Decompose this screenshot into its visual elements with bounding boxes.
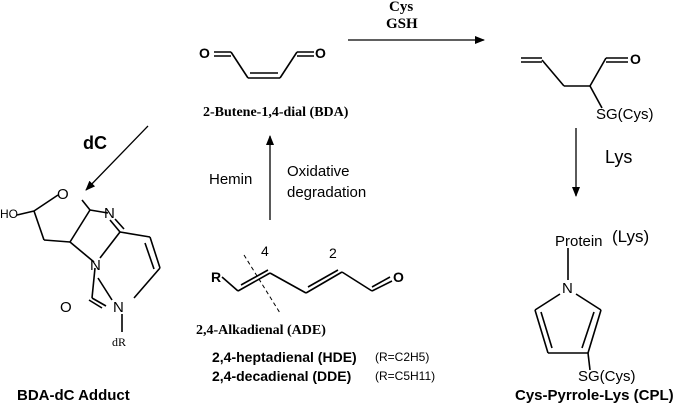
bda-name: 2-Butene-1,4-dial (BDA) [203, 105, 349, 120]
dc-reagent-label: dC [83, 133, 107, 153]
oxidative-label: Oxidative [287, 163, 350, 180]
dde-r-group: (R=C5H11) [375, 369, 436, 383]
ade-r-group: R [211, 269, 222, 285]
dc-adduct-n-imine: N [104, 205, 115, 222]
hemin-label: Hemin [209, 171, 253, 188]
cpl-name: Cys-Pyrrole-Lys (CPL) [515, 387, 674, 404]
bda-oxygen-left: O [199, 45, 210, 61]
cys-adduct-oxygen: O [630, 51, 641, 67]
dc-adduct-dr: dR [112, 335, 127, 349]
reagent-gsh: GSH [386, 16, 418, 32]
ade-position-4: 4 [261, 243, 269, 259]
degradation-label: degradation [287, 184, 367, 201]
dc-adduct-ho: HO [0, 207, 18, 221]
cys-adduct-structure [521, 57, 628, 109]
bda-structure [214, 51, 314, 79]
ade-name: 2,4-Alkadienal (ADE) [196, 323, 326, 338]
reagent-cys: Cys [389, 0, 414, 15]
ade-structure [221, 254, 393, 314]
cpl-lys-tag: (Lys) [612, 227, 650, 246]
dc-adduct-carbonyl-oxygen: O [60, 299, 72, 316]
cys-adduct-sg: SG(Cys) [596, 106, 654, 123]
arrow-to-dc-adduct [85, 125, 149, 191]
cpl-pyrrole-nitrogen: N [562, 280, 573, 297]
dc-adduct-structure [16, 194, 161, 332]
hde-r-group: (R=C2H5) [375, 350, 430, 364]
lys-reagent-label: Lys [605, 147, 633, 167]
ade-oxygen: O [393, 269, 404, 285]
cpl-sg: SG(Cys) [578, 368, 636, 385]
cpl-structure [534, 248, 602, 371]
cpl-protein: Protein [555, 233, 603, 250]
dc-adduct-name: BDA-dC Adduct [17, 387, 130, 404]
dc-adduct-n-bridge: N [90, 257, 101, 274]
bda-oxygen-right: O [315, 45, 326, 61]
dc-adduct-n-ring: N [113, 299, 124, 316]
dde-name: 2,4-decadienal (DDE) [212, 368, 352, 384]
ade-position-2: 2 [329, 245, 337, 261]
hde-name: 2,4-heptadienal (HDE) [212, 349, 357, 365]
dc-adduct-ring-oxygen: O [57, 186, 69, 203]
